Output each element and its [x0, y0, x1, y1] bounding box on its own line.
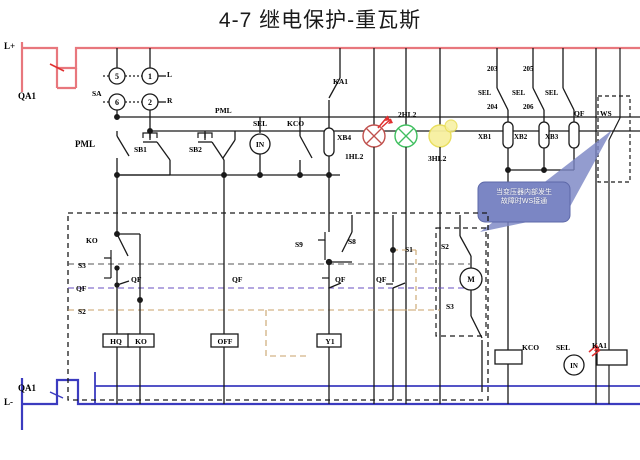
- callout-bubble: 当变压器内部发生 故障时WS接通: [482, 188, 566, 207]
- in-coil-branch: [249, 117, 271, 175]
- sa-contact-6: 6: [115, 98, 119, 107]
- ka1-xb4-branch[interactable]: [323, 48, 341, 215]
- label-pml-left: PML: [75, 139, 95, 149]
- bottom-in-coil-label: IN: [570, 362, 578, 370]
- label-ko-top: KO: [86, 236, 98, 245]
- off-coil-label: OFF: [218, 337, 233, 346]
- in-coil-label: IN: [256, 140, 265, 149]
- negative-branch: [94, 372, 640, 404]
- label-s3: S3: [78, 261, 86, 270]
- bottom-right-devices: [494, 344, 628, 376]
- y1-coil-label: Y1: [325, 337, 334, 346]
- label-ka1-bottom: KA1: [592, 341, 607, 350]
- ko-coil-label: KO: [135, 337, 147, 346]
- positive-rail: [20, 42, 640, 92]
- label-qf-1: QF: [131, 275, 142, 284]
- label-sel-2: SEL: [512, 89, 526, 97]
- label-s9: S9: [295, 240, 303, 249]
- label-lamp-3hl2: 3HL2: [428, 154, 447, 163]
- lamp-3hl2: [428, 48, 458, 404]
- motor-group-dashed-box: [435, 227, 487, 337]
- label-s2-right: S2: [441, 242, 449, 251]
- label-kco-bottom: KCO: [522, 343, 540, 352]
- label-terminal-204: 204: [487, 103, 498, 111]
- label-kco-top: KCO: [287, 119, 305, 128]
- label-s1-right: S1: [405, 245, 413, 254]
- label-qf-3: QF: [335, 275, 346, 284]
- page-title: 4-7 继电保护-重瓦斯: [218, 9, 422, 32]
- callout-line-1: 当变压器内部发生: [496, 189, 552, 196]
- qa1-top-arc: [49, 63, 65, 72]
- label-sb1: SB1: [134, 145, 147, 154]
- callout-line-2: 故障时WS接通: [500, 198, 548, 206]
- ko-hq-branch[interactable]: [102, 215, 155, 404]
- label-terminal-205: 205: [523, 65, 534, 73]
- sa-contact-5: 5: [115, 72, 119, 81]
- lamp-1hl2: [362, 48, 393, 404]
- sa-contact-1: 1: [148, 72, 152, 81]
- lamp-2hl2: [394, 48, 418, 404]
- off-branch[interactable]: [210, 175, 239, 404]
- label-xb2: XB2: [514, 133, 528, 141]
- label-sb2: SB2: [189, 145, 202, 154]
- label-sel-3: SEL: [545, 89, 559, 97]
- right-terminal-block[interactable]: [496, 48, 580, 404]
- label-lamp-2hl2: 2HL2: [398, 110, 417, 119]
- label-qa1-top: QA1: [18, 91, 36, 101]
- label-xb1: XB1: [478, 133, 492, 141]
- hq-coil-label: HQ: [110, 337, 122, 346]
- label-l-negative: L-: [4, 397, 13, 407]
- label-pml-right: PML: [215, 106, 232, 115]
- label-sel-bottom: SEL: [556, 343, 571, 352]
- label-qf-right: QF: [574, 109, 585, 118]
- label-qa1-bottom: QA1: [18, 383, 36, 393]
- label-lamp-1hl2: 1HL2: [345, 152, 364, 161]
- label-qf-2: QF: [232, 275, 243, 284]
- label-sa-terminal-l: L: [167, 70, 173, 79]
- callout-pointer: [477, 130, 612, 232]
- motor-label: M: [467, 275, 475, 284]
- label-ka1-top: KA1: [333, 77, 348, 86]
- qa1-bottom-arc: [49, 391, 64, 399]
- kco-contact[interactable]: [260, 117, 340, 178]
- label-terminal-206: 206: [523, 103, 534, 111]
- label-s8: S8: [348, 237, 356, 246]
- control-area-dashed-box: [67, 212, 489, 401]
- label-s2: S2: [78, 307, 86, 316]
- label-l-positive: L+: [4, 41, 16, 51]
- selector-switch-sa[interactable]: [103, 48, 640, 134]
- label-s3-right: S3: [446, 302, 454, 311]
- sa-contact-2: 2: [148, 98, 152, 107]
- label-qf-4: QF: [376, 275, 387, 284]
- label-qf-left: QF: [76, 284, 87, 293]
- label-sel-in: SEL: [253, 119, 268, 128]
- qf-contact-right[interactable]: [574, 48, 597, 404]
- y1-branch[interactable]: [316, 215, 355, 404]
- s1-qf-branch[interactable]: [386, 215, 406, 400]
- label-ws: WS: [600, 109, 612, 118]
- label-terminal-203: 203: [487, 65, 498, 73]
- pml-sb-row[interactable]: [114, 117, 263, 215]
- label-sa-terminal-r: R: [167, 96, 173, 105]
- dashed-link-y1: [265, 310, 310, 357]
- label-sa: SA: [92, 89, 102, 98]
- label-xb3: XB3: [545, 133, 559, 141]
- label-sel-1: SEL: [478, 89, 492, 97]
- label-xb4: XB4: [337, 133, 352, 142]
- motor-branch[interactable]: [117, 215, 483, 392]
